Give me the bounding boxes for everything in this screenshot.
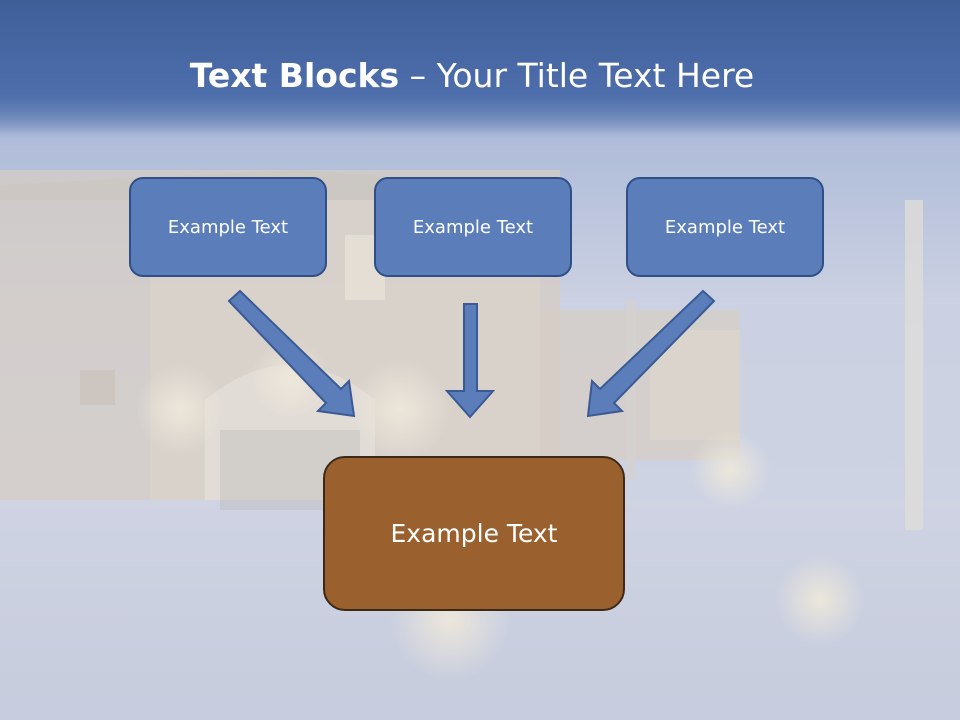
title-bold: Text Blocks [189,56,400,95]
slide-title: Text Blocks – Your Title Text Here [0,56,944,96]
text-block-1[interactable]: Example Text [129,177,327,277]
result-block[interactable]: Example Text [323,456,625,611]
text-block-3[interactable]: Example Text [626,177,824,277]
title-separator: – [399,56,437,95]
result-block-label: Example Text [390,519,558,548]
text-block-2-label: Example Text [412,216,534,238]
arrow-middle [444,303,496,419]
text-block-3-label: Example Text [664,216,786,238]
arrow-right [586,289,716,418]
arrow-left [227,289,356,418]
title-band [0,0,960,135]
text-block-2[interactable]: Example Text [374,177,572,277]
title-rest: Your Title Text Here [436,56,755,95]
text-block-1-label: Example Text [167,216,289,238]
